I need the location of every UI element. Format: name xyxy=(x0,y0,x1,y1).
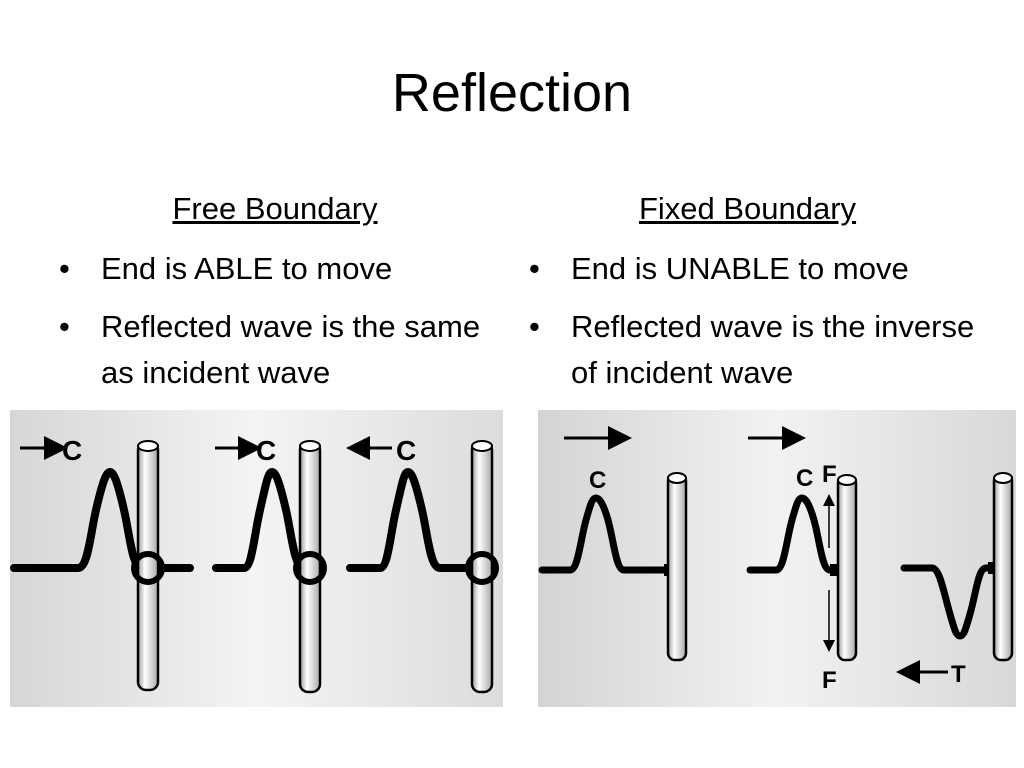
rod xyxy=(470,440,494,694)
rod-top xyxy=(667,472,687,484)
wave-pulse xyxy=(212,467,324,572)
free-boundary-column: Free Boundary •End is ABLE to move •Refl… xyxy=(55,190,495,408)
fixed-panel-2: C F F xyxy=(746,426,858,694)
ring xyxy=(465,551,499,585)
slide-title: Reflection xyxy=(391,63,633,123)
clamp xyxy=(988,562,996,574)
wave-pulse xyxy=(10,467,194,572)
figure-background xyxy=(538,410,1016,707)
fixed-boundary-column: Fixed Boundary •End is UNABLE to move •R… xyxy=(525,190,995,408)
fixed-boundary-list: •End is UNABLE to move •Reflected wave i… xyxy=(525,246,995,396)
list-item: •End is UNABLE to move xyxy=(525,246,995,292)
free-boundary-list: •End is ABLE to move •Reflected wave is … xyxy=(55,246,495,396)
bullet-icon: • xyxy=(529,309,540,344)
rod-top xyxy=(137,440,159,452)
fixed-panel-1: C xyxy=(538,426,688,662)
free-panel-1: C xyxy=(10,435,194,692)
label-f: F xyxy=(822,667,837,694)
list-item: •End is ABLE to move xyxy=(55,246,495,292)
bullet-icon: • xyxy=(529,251,540,286)
inverted-wave-pulse xyxy=(900,564,994,640)
wave-pulse xyxy=(346,467,498,572)
rod-top xyxy=(299,440,321,452)
rod xyxy=(298,440,322,694)
free-boundary-figure: C C C xyxy=(10,410,503,707)
clamp xyxy=(830,564,838,576)
label-c: C xyxy=(256,435,276,466)
fixed-panel-3: T xyxy=(896,472,1014,688)
free-panel-2: C xyxy=(212,435,327,694)
rod xyxy=(666,472,688,662)
rod xyxy=(136,440,160,692)
rod xyxy=(836,474,858,662)
wave-pulse xyxy=(538,494,670,574)
rod xyxy=(992,472,1014,662)
label-c: C xyxy=(396,435,416,466)
label-f: F xyxy=(822,461,837,488)
label-t: T xyxy=(951,661,966,688)
rod-top xyxy=(471,440,493,452)
bullet-icon: • xyxy=(59,309,70,344)
label-c: C xyxy=(589,467,606,494)
free-boundary-heading: Free Boundary xyxy=(172,191,378,226)
fixed-boundary-heading: Fixed Boundary xyxy=(638,191,857,226)
ring xyxy=(131,551,165,585)
wave-pulse xyxy=(746,494,834,574)
bullet-icon: • xyxy=(59,251,70,286)
list-item: •Reflected wave is the same as incident … xyxy=(55,304,495,396)
label-c: C xyxy=(62,435,82,466)
rod-top xyxy=(837,474,857,486)
rod-top xyxy=(993,472,1013,484)
ring xyxy=(293,551,327,585)
label-c: C xyxy=(796,465,813,492)
fixed-boundary-figure: C C F F T xyxy=(538,410,1016,707)
free-panel-3: C xyxy=(346,435,499,694)
list-item: •Reflected wave is the inverse of incide… xyxy=(525,304,995,396)
